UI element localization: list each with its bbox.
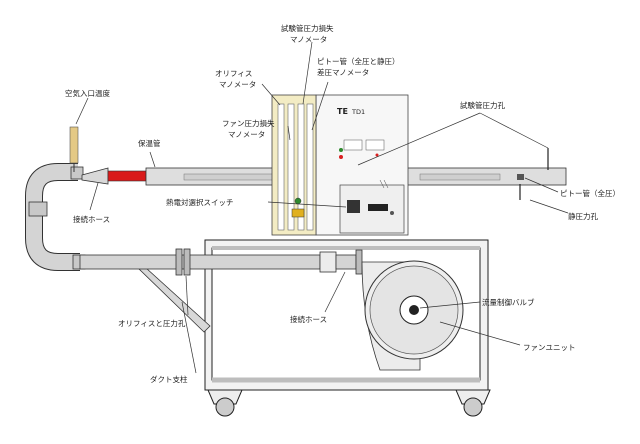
cart-wheel-right	[455, 389, 491, 417]
label-test-pipe-pressure-hole: 試験管圧力孔	[460, 100, 505, 110]
label-pitot-tube-total: ピトー管（全圧）	[560, 188, 620, 198]
label-pitot-differential-manometer: ピトー管（全圧と静圧） 差圧マノメータ	[317, 56, 402, 77]
panel-brand: TE	[337, 107, 348, 116]
panel-model: TD1	[351, 108, 365, 116]
air-inlet-thermometer	[69, 126, 79, 172]
control-panel: TE TD1	[315, 94, 409, 236]
label-connection-hose-left: 接続ホース	[73, 214, 110, 224]
label-static-pressure-hole: 静圧力孔	[568, 211, 598, 221]
label-orifice-manometer: オリフィス マノメータ	[215, 69, 256, 89]
lower-pipe	[79, 248, 363, 276]
label-air-inlet-temp: 空気入口温度	[65, 88, 110, 98]
thermocouple-switch[interactable]	[347, 200, 360, 213]
digital-display	[368, 204, 388, 211]
label-orifice-manometer-line1: オリフィス	[215, 69, 252, 78]
label-fan-unit: ファンユニット	[523, 343, 576, 352]
label-test-pipe-pressure-loss-manometer: 試験管圧力損失 マノメータ	[281, 23, 336, 44]
manometer-board	[271, 94, 317, 236]
indicator-red	[339, 155, 343, 159]
fan-unit	[361, 260, 464, 371]
label-connection-hose-mid: 接続ホース	[290, 314, 327, 324]
label-orifice-and-pressure-hole: オリフィスと圧力孔	[118, 318, 186, 328]
label-flow-control-valve: 流量制御バルブ	[482, 297, 535, 307]
label-thermocouple-switch: 熱電対選択スイッチ	[166, 197, 234, 207]
cart-wheel-left	[207, 389, 243, 417]
leader-lines	[75, 41, 569, 374]
label-insulation-pipe: 保温管	[138, 138, 161, 148]
label-orifice-manometer-line2: マノメータ	[219, 80, 256, 89]
label-duct-support: ダクト支柱	[150, 374, 188, 384]
label-fan-pressure-loss-manometer: ファン圧力損失 マノメータ	[222, 118, 277, 139]
heater-section	[107, 170, 147, 182]
indicator-green	[339, 148, 343, 152]
